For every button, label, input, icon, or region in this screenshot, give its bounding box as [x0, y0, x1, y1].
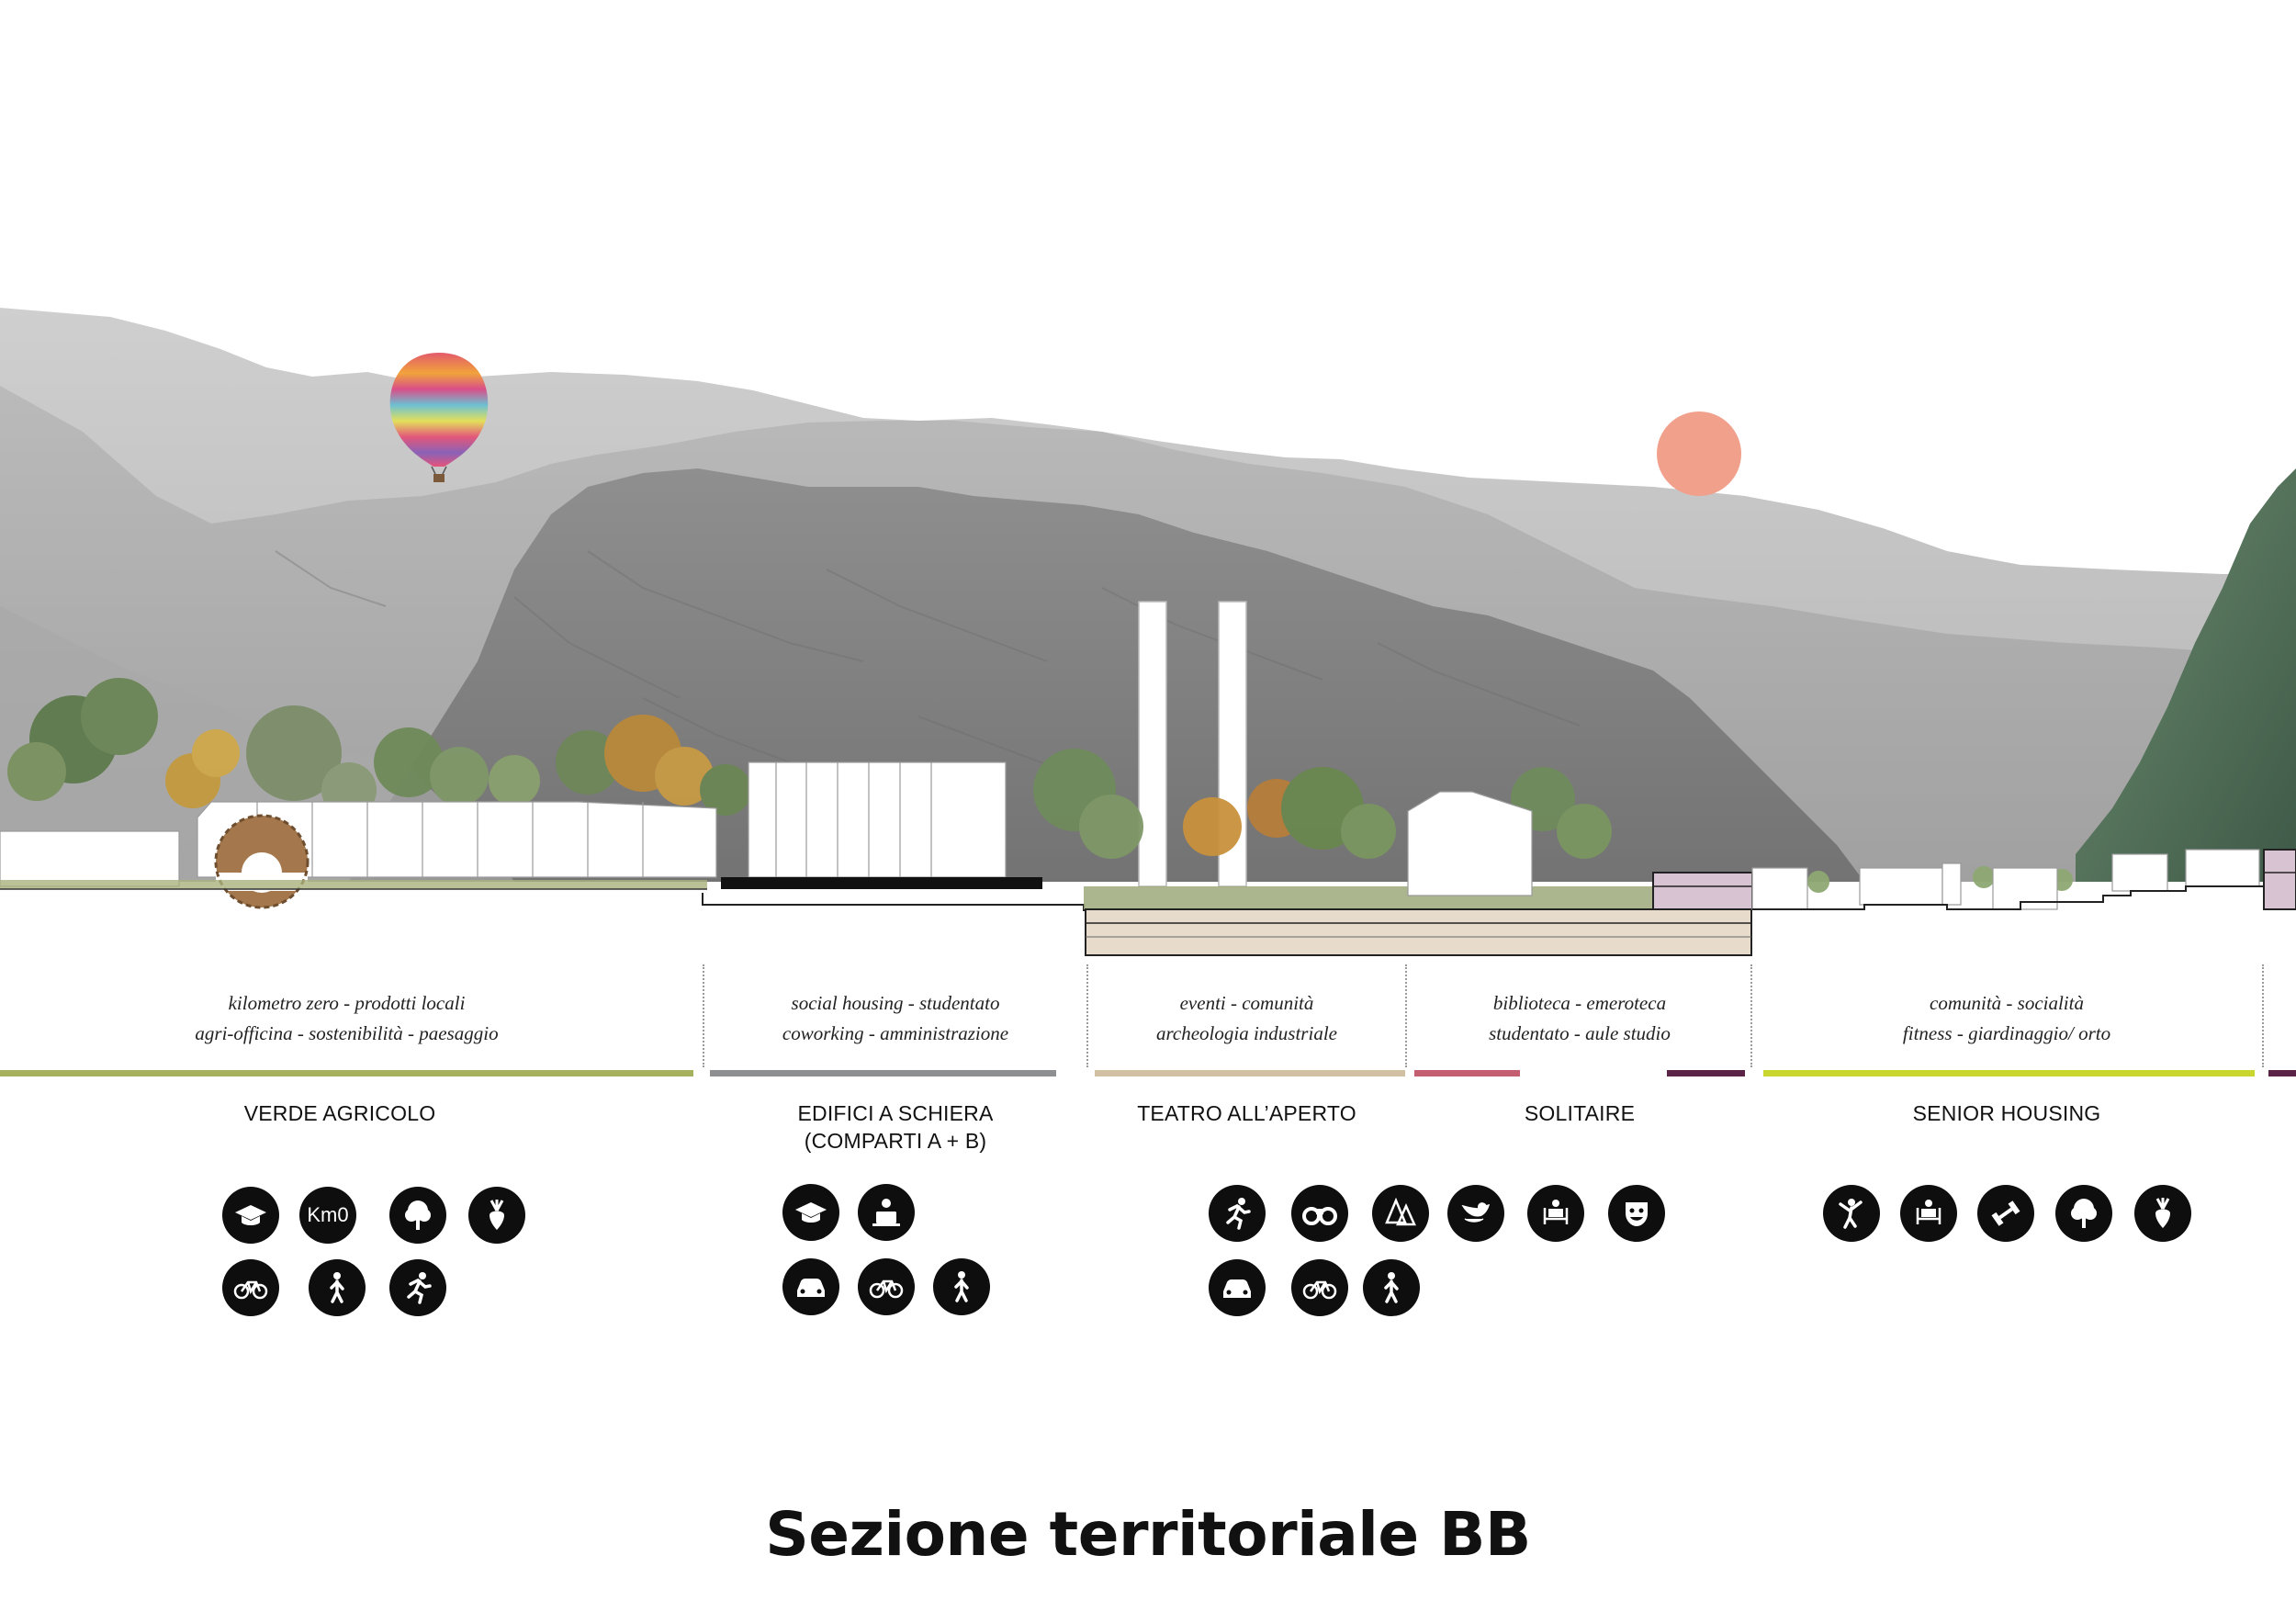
zone-divider [703, 964, 704, 1067]
zone-divider [1086, 964, 1088, 1067]
page-title: Sezione territoriale BB [765, 1499, 1531, 1570]
bicycle-icon [1291, 1259, 1348, 1316]
forest-icon [1372, 1185, 1429, 1242]
zone-title-solitaire: SOLITAIRE [1524, 1101, 1636, 1125]
graduation-cap-icon [222, 1187, 279, 1244]
pedestrian-icon [933, 1258, 990, 1315]
runner-icon [1209, 1185, 1266, 1242]
zone-title-edifici-a-schiera: EDIFICI A SCHIERA(COMPARTI A + B) [797, 1101, 994, 1153]
zone-divider [1750, 964, 1752, 1067]
pedestrian-icon [1363, 1259, 1420, 1316]
wooden-structure [214, 814, 310, 909]
car-icon [782, 1258, 839, 1315]
bicycle-icon [222, 1259, 279, 1316]
graduation-cap-icon [782, 1184, 839, 1241]
bicycle-icon [858, 1258, 915, 1315]
right-block [2263, 849, 2296, 910]
colorbar-right [2268, 1070, 2296, 1076]
solitaire-house [1407, 791, 1533, 896]
colorbar-teatro [1095, 1070, 1405, 1076]
theater-mask-icon [1608, 1185, 1665, 1242]
colorbar-edifici [710, 1070, 1056, 1076]
binoculars-icon [1291, 1185, 1348, 1242]
tree-icon [389, 1187, 446, 1244]
green-mountain [2076, 468, 2296, 882]
reading-icon [1527, 1185, 1584, 1242]
bird-icon [1447, 1185, 1504, 1242]
zone-title-senior-housing: SENIOR HOUSING [1912, 1101, 2101, 1125]
dancer-icon [1823, 1185, 1880, 1242]
pedestrian-icon [309, 1259, 366, 1316]
trees [7, 678, 2073, 893]
reading-icon [1900, 1185, 1957, 1242]
colorbar-verde-agricolo [0, 1070, 693, 1076]
hot-air-balloon-icon [389, 353, 489, 482]
senior-housing-buildings [1751, 849, 2260, 910]
tree-icon [2055, 1185, 2112, 1242]
runner-icon [389, 1259, 446, 1316]
colorbar-solitaire-b [1667, 1070, 1745, 1076]
car-icon [1209, 1259, 1266, 1316]
km0-icon: Km0 [299, 1187, 356, 1244]
beet-icon [468, 1187, 525, 1244]
zone-title-teatro: TEATRO ALL’APERTO [1137, 1101, 1356, 1125]
beet-icon [2134, 1185, 2191, 1242]
theater-platform [1085, 908, 1752, 956]
colorbar-solitaire-a [1414, 1070, 1520, 1076]
zone-title-verde-agricolo: VERDE AGRICOLO [243, 1101, 436, 1125]
dumbbell-icon [1977, 1185, 2034, 1242]
chimney-left [1138, 601, 1167, 887]
meadow [0, 880, 707, 889]
zone-divider [2262, 964, 2264, 1067]
colorbar-senior-housing [1763, 1070, 2255, 1076]
coworking-icon [858, 1184, 915, 1241]
agricultural-buildings [0, 801, 717, 887]
row-houses-building [748, 761, 1007, 878]
theater-lawn [1084, 886, 1653, 909]
solitaire-block [1652, 872, 1753, 910]
zone-divider [1405, 964, 1407, 1067]
sun-icon [1657, 411, 1741, 496]
